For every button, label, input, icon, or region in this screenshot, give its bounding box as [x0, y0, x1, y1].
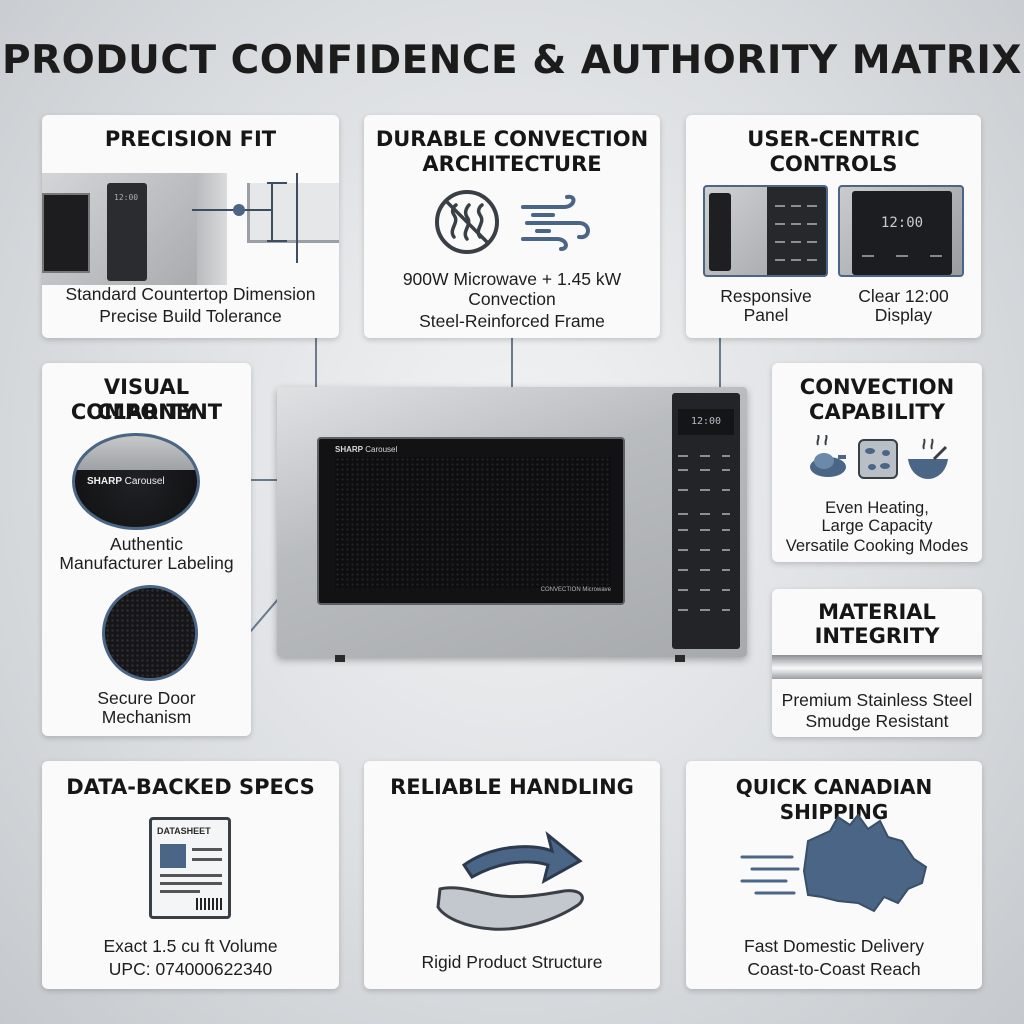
card-title: DATA-BACKED SPECS: [66, 775, 315, 799]
card-title-line-1: VISUAL COMPONENT: [70, 375, 223, 424]
card-line-1: Even Heating,: [825, 499, 929, 517]
panel-readout: 12:00: [114, 193, 139, 202]
stainless-steel-swatch: [772, 655, 982, 679]
datasheet-label: DATASHEET: [157, 826, 211, 836]
bowl-icon: [908, 438, 948, 479]
card-title-line-2: CAPABILITY: [809, 400, 945, 424]
no-heat-icon: [435, 190, 499, 254]
card-title-line-1: USER-CENTRIC: [747, 127, 920, 151]
card-line-1: 900W Microwave + 1.45 kW: [402, 269, 622, 289]
label2-line-1: Secure Door: [97, 688, 196, 708]
datasheet-icon: DATASHEET: [149, 817, 231, 919]
roast-chicken-icon: [810, 435, 846, 477]
card-title-line-2: CLARITY: [97, 400, 196, 424]
display-photo: 12:00: [838, 185, 964, 277]
card-title: QUICK CANADIAN SHIPPING: [735, 775, 933, 824]
card-title-line-1: MATERIAL: [818, 600, 936, 624]
label1-line-2: Manufacturer Labeling: [59, 553, 234, 573]
label1-line-1: Authentic: [110, 534, 183, 554]
card-line-2: UPC: 074000622340: [108, 959, 273, 979]
card-line-3: Versatile Cooking Modes: [785, 537, 969, 555]
card-precision-fit: PRECISION FIT 12:00 Standard Countertop …: [42, 115, 339, 338]
microwave-brand: SHARP: [335, 445, 364, 454]
microwave-door-window: SHARP Carousel CONVECTION Microwave: [317, 437, 625, 605]
card-line-1: Rigid Product Structure: [421, 952, 603, 972]
card-line-3: Steel-Reinforced Frame: [419, 311, 605, 331]
card-line-1: Standard Countertop Dimension: [65, 284, 316, 304]
canada-map-icon: [740, 813, 928, 913]
card-line-2: Convection: [468, 289, 556, 309]
card-visual-component-clarity: VISUAL COMPONENT CLARITY SHARP Carousel …: [42, 363, 251, 736]
control-panel-photo: [703, 185, 828, 277]
microwave-display: 12:00: [678, 409, 734, 435]
card-title-line-2: CONTROLS: [769, 152, 898, 176]
microwave-oven: SHARP Carousel CONVECTION Microwave 12:0…: [277, 387, 747, 662]
card-line-2: Large Capacity: [821, 517, 933, 535]
card-title-line-1: DURABLE CONVECTION: [375, 127, 649, 151]
cooking-modes-icon: [858, 439, 898, 479]
card-title-line-2: INTEGRITY: [814, 624, 940, 648]
card-durable-convection: DURABLE CONVECTION ARCHITECTURE 900W Mic…: [364, 115, 660, 338]
clock-readout: 12:00: [880, 215, 924, 231]
card-title-line-1: CONVECTION: [799, 375, 955, 399]
microwave-model: Carousel: [365, 445, 398, 454]
airflow-icon: [521, 194, 590, 251]
card-material-integrity: MATERIAL INTEGRITY Premium Stainless Ste…: [772, 589, 982, 737]
card-quick-canadian-shipping: QUICK CANADIAN SHIPPING Fast Domestic De…: [686, 761, 982, 989]
card-line-2: Smudge Resistant: [805, 711, 949, 731]
left-label-line-1: Responsive: [720, 286, 812, 306]
microwave-corner-illustration: 12:00: [42, 163, 339, 285]
card-line-1: Premium Stainless Steel: [781, 690, 973, 710]
card-reliable-handling: RELIABLE HANDLING Rigid Product Structur…: [364, 761, 660, 989]
brand-label-zoom: SHARP Carousel: [72, 433, 200, 530]
card-line-2: Precise Build Tolerance: [99, 306, 282, 326]
label2-line-2: Mechanism: [101, 707, 192, 727]
card-line-1: Exact 1.5 cu ft Volume: [103, 936, 278, 956]
door-mesh-zoom: [102, 585, 198, 681]
hand-arrow-icon: [436, 830, 584, 931]
right-label-line-2: Display: [874, 305, 933, 325]
card-title-line-2: ARCHITECTURE: [422, 152, 602, 176]
door-label: CONVECTION Microwave: [540, 587, 611, 593]
card-convection-capability: CONVECTION CAPABILITY Even Heating, Larg…: [772, 363, 982, 562]
brand-model: Carousel: [124, 476, 165, 487]
card-line-2: Coast-to-Coast Reach: [747, 959, 921, 979]
card-line-1: Fast Domestic Delivery: [744, 936, 924, 956]
brand-name: SHARP: [87, 476, 122, 487]
page-title: PRODUCT CONFIDENCE & AUTHORITY MATRIX: [2, 38, 1022, 83]
card-title: PRECISION FIT: [104, 127, 277, 151]
card-user-centric-controls: USER-CENTRIC CONTROLS 12:00 Responsive P…: [686, 115, 981, 338]
left-label-line-2: Panel: [743, 305, 789, 325]
card-title: RELIABLE HANDLING: [390, 775, 634, 799]
microwave-control-panel: 12:00: [672, 393, 740, 649]
card-data-backed-specs: DATA-BACKED SPECS DATASHEET Exact 1.5 cu…: [42, 761, 339, 989]
right-label-line-1: Clear 12:00: [858, 286, 949, 306]
